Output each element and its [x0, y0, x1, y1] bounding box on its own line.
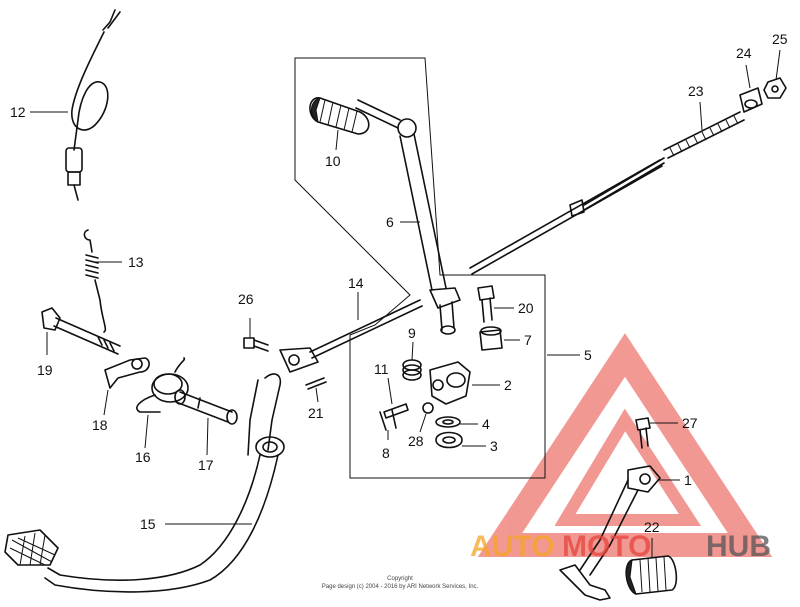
callout-13: 13 — [128, 254, 144, 270]
watermark-logo — [477, 333, 773, 557]
part-1-shift-arm — [559, 465, 661, 601]
part-3-clip — [435, 431, 463, 449]
callout-2: 2 — [504, 377, 512, 393]
callout-15: 15 — [140, 516, 156, 532]
part-20-bolt — [477, 285, 495, 323]
watermark-text: AUTO MOTO HUB — [470, 530, 771, 563]
part-11-spring — [383, 403, 409, 419]
part-28-ball — [422, 402, 434, 414]
callout-9: 9 — [408, 325, 416, 341]
callout-19: 19 — [37, 362, 53, 378]
part-6-kick-arm — [355, 99, 461, 335]
callout-23: 23 — [688, 83, 704, 99]
callout-21: 21 — [308, 405, 324, 421]
part-7-collar — [479, 326, 503, 351]
callout-14: 14 — [348, 275, 364, 291]
callout-8: 8 — [382, 445, 390, 461]
part-9-spring — [402, 359, 422, 381]
part-27-bolt — [635, 417, 651, 449]
group-outline — [294, 57, 546, 479]
watermark-moto: MOTO — [562, 530, 651, 563]
part-25-nut — [763, 77, 787, 99]
callout-labels: 12 13 19 18 16 17 26 14 21 15 10 6 20 7 … — [10, 31, 788, 535]
callout-22: 22 — [644, 519, 660, 535]
part-14-rod — [279, 299, 423, 373]
part-2-holder — [429, 361, 471, 405]
callout-26: 26 — [238, 291, 254, 307]
callout-27: 27 — [682, 415, 698, 431]
callout-25: 25 — [772, 31, 788, 47]
callout-12: 12 — [10, 104, 26, 120]
callout-17: 17 — [198, 457, 214, 473]
callout-3: 3 — [490, 438, 498, 454]
callout-5: 5 — [584, 347, 592, 363]
part-8-spring — [379, 409, 397, 431]
part-12-cable — [65, 9, 121, 201]
part-13-spring — [83, 229, 107, 333]
callout-11: 11 — [374, 361, 389, 377]
part-19-bolt — [41, 307, 121, 355]
leader-lines — [30, 49, 781, 558]
callout-28: 28 — [408, 433, 424, 449]
callout-4: 4 — [482, 416, 490, 432]
part-24-collar — [739, 87, 763, 113]
part-22-rubber — [625, 555, 678, 595]
callout-18: 18 — [92, 417, 108, 433]
part-21-pin — [305, 377, 327, 390]
part-26-bolt — [243, 337, 269, 352]
callout-24: 24 — [736, 45, 752, 61]
copyright-line1: Copyright — [387, 576, 413, 582]
callout-16: 16 — [135, 449, 151, 465]
part-17-shaft — [174, 389, 238, 425]
callout-7: 7 — [524, 332, 532, 348]
part-23-rod — [469, 111, 745, 275]
part-10-grip — [309, 97, 370, 135]
copyright: Copyright Page design (c) 2004 - 2016 by… — [322, 576, 479, 590]
callout-10: 10 — [325, 153, 341, 169]
callout-6: 6 — [386, 214, 394, 230]
watermark-hub: HUB — [706, 530, 771, 563]
part-16-spring — [136, 357, 189, 413]
watermark-auto: AUTO — [470, 530, 554, 563]
callout-20: 20 — [518, 300, 534, 316]
part-18-bracket — [104, 357, 150, 389]
copyright-line2: Page design (c) 2004 - 2016 by ARI Netwo… — [322, 584, 479, 590]
part-15-pedal — [4, 373, 285, 593]
callout-1: 1 — [684, 472, 692, 488]
part-4-washer — [435, 416, 461, 428]
